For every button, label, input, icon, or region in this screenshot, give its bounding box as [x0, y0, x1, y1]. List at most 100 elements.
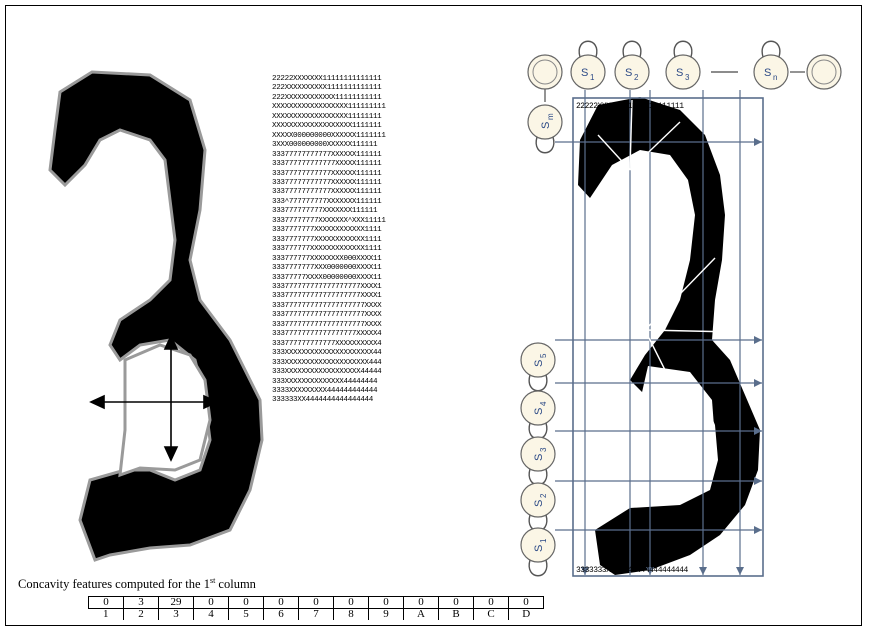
- feature-value-cell: 0: [334, 597, 369, 609]
- state-subscript: 5: [539, 353, 548, 358]
- code-line: XXXXXXXXXXXXXXXXXX11111111: [272, 113, 482, 122]
- state-subscript: 4: [539, 401, 548, 406]
- state-label: S: [533, 454, 545, 461]
- code-line: XXXXXXXXXXXXXXXXXXX1111111: [272, 122, 482, 131]
- code-line: 3337777777777777777777XXXX: [272, 302, 482, 311]
- feature-label-cell: 2: [124, 609, 159, 621]
- code-line: 333XXXXXXXXXXXXXX44444444: [272, 378, 482, 387]
- feature-label-cell: 4: [194, 609, 229, 621]
- state-node: Sm: [528, 105, 562, 153]
- feature-label-cell: 6: [264, 609, 299, 621]
- state-label: S: [533, 545, 545, 552]
- code-line: XXXXXXXXXXXXXXXXXX111111111: [272, 103, 482, 112]
- feature-label-cell: C: [474, 609, 509, 621]
- feature-label-cell: 8: [334, 609, 369, 621]
- code-line: 33377777777777XXXXXX111111: [272, 188, 482, 197]
- state-subscript: 1: [590, 73, 595, 82]
- arrowhead: [736, 567, 744, 575]
- state-label: S: [676, 67, 683, 79]
- code-line: 333XXXXXXXXXXXXXXXXXX44444: [272, 368, 482, 377]
- code-line: 33377777777777777777XXXXX4: [272, 330, 482, 339]
- code-line: 33377777777777XXXXXX111111: [272, 179, 482, 188]
- feature-value-cell: 0: [299, 597, 334, 609]
- code-line: 333333XX4444444444444444: [272, 396, 482, 405]
- code-line: 333777777XXXXXXXXXXXXX1111: [272, 245, 482, 254]
- feature-value-cell: 0: [369, 597, 404, 609]
- feature-value-cell: 0: [404, 597, 439, 609]
- state-subscript: 2: [539, 493, 548, 498]
- feature-label-cell: A: [404, 609, 439, 621]
- code-line: XXXXX000000000XXXXXX1111111: [272, 132, 482, 141]
- feature-value-cell: 0: [264, 597, 299, 609]
- feature-value-cell: 0: [229, 597, 264, 609]
- code-line: 3333XXXXXXXXX444444444444: [272, 387, 482, 396]
- state-label: S: [581, 67, 588, 79]
- feature-label-cell: 1: [89, 609, 124, 621]
- feature-value-cell: 29: [159, 597, 194, 609]
- arrowhead: [754, 477, 762, 485]
- feature-value-cell: 3: [124, 597, 159, 609]
- code-line: 333^777777777XXXXXXX111111: [272, 198, 482, 207]
- caption-suffix: column: [215, 577, 256, 591]
- state-label: S: [533, 408, 545, 415]
- state-subscript: 3: [539, 447, 548, 452]
- code-line: 3337777777777777777777XXXX: [272, 321, 482, 330]
- arrowhead: [754, 336, 762, 344]
- grid-digit-glyph: [578, 97, 760, 575]
- code-line: 3337777777XXXXXXXXXXXX1111: [272, 236, 482, 245]
- state-node: S5: [521, 343, 555, 391]
- feature-label-cell: 5: [229, 609, 264, 621]
- arrowhead: [699, 567, 707, 575]
- code-line: 3337777777XXX0000000XXXX11: [272, 264, 482, 273]
- code-line: 333777777777777777777XXXX1: [272, 292, 482, 301]
- state-subscript: 3: [685, 73, 690, 82]
- code-line: 3337777777777777777777XXXX: [272, 311, 482, 320]
- feature-label-cell: B: [439, 609, 474, 621]
- code-line: 333777777777777XXXXXXXXXX4: [272, 340, 482, 349]
- code-line: 222XXXXXXXXXX1111111111111: [272, 84, 482, 93]
- code-line: 33377777XXXX00000000XXXX11: [272, 274, 482, 283]
- state-subscript: n: [773, 73, 777, 82]
- state-label: S: [764, 67, 771, 79]
- feature-label-cell: 7: [299, 609, 334, 621]
- code-line: 3337777777XXXXXXXXXXXX1111: [272, 226, 482, 235]
- digit-glyph: [50, 72, 262, 560]
- grid-row-top: 22222XXXXXX11111111111111: [576, 102, 684, 111]
- code-line: 333777777777777777777XXXX1: [272, 283, 482, 292]
- code-line: 33377777777777XXXXXX111111: [272, 151, 482, 160]
- feature-table: 03290000000000 123456789ABCD: [88, 596, 544, 620]
- state-subscript: 2: [634, 73, 639, 82]
- concavity-arrow: [645, 330, 735, 332]
- feature-value-cell: 0: [474, 597, 509, 609]
- state-node: S2: [521, 483, 555, 531]
- code-line: 3XXX000000000XXXXXX111111: [272, 141, 482, 150]
- feature-label-cell: D: [509, 609, 544, 621]
- feature-label-cell: 9: [369, 609, 404, 621]
- state-node: S3: [521, 437, 555, 485]
- state-subscript: m: [546, 113, 555, 120]
- feature-value-cell: 0: [194, 597, 229, 609]
- code-line: 333777777777XXXXXXX111111: [272, 207, 482, 216]
- code-line: 333777777XXXXXXXX000XXXX11: [272, 255, 482, 264]
- arrowhead: [754, 138, 762, 146]
- grid-row-bottom: 3333333XXX4444444444444444: [576, 566, 689, 575]
- arrowhead: [754, 526, 762, 534]
- code-line: 22222XXXXXXX11111111111111: [272, 75, 482, 84]
- code-line: 33377777777777XXXXXX111111: [272, 170, 482, 179]
- state-node: S4: [521, 391, 555, 439]
- code-line: 333777777777777XXXXX111111: [272, 160, 482, 169]
- feature-value-cell: 0: [439, 597, 474, 609]
- state-label: S: [540, 122, 552, 129]
- code-line: 222XXXXXXXXXXXX11111111111: [272, 94, 482, 103]
- caption-text: Concavity features computed for the 1: [18, 577, 210, 591]
- feature-label-cell: 3: [159, 609, 194, 621]
- state-label: S: [533, 360, 545, 367]
- code-line: 33377777777XXXXXXX^XXX11111: [272, 217, 482, 226]
- state-node: S1: [521, 528, 555, 576]
- state-node: S3: [666, 41, 700, 89]
- feature-value-cell: 0: [89, 597, 124, 609]
